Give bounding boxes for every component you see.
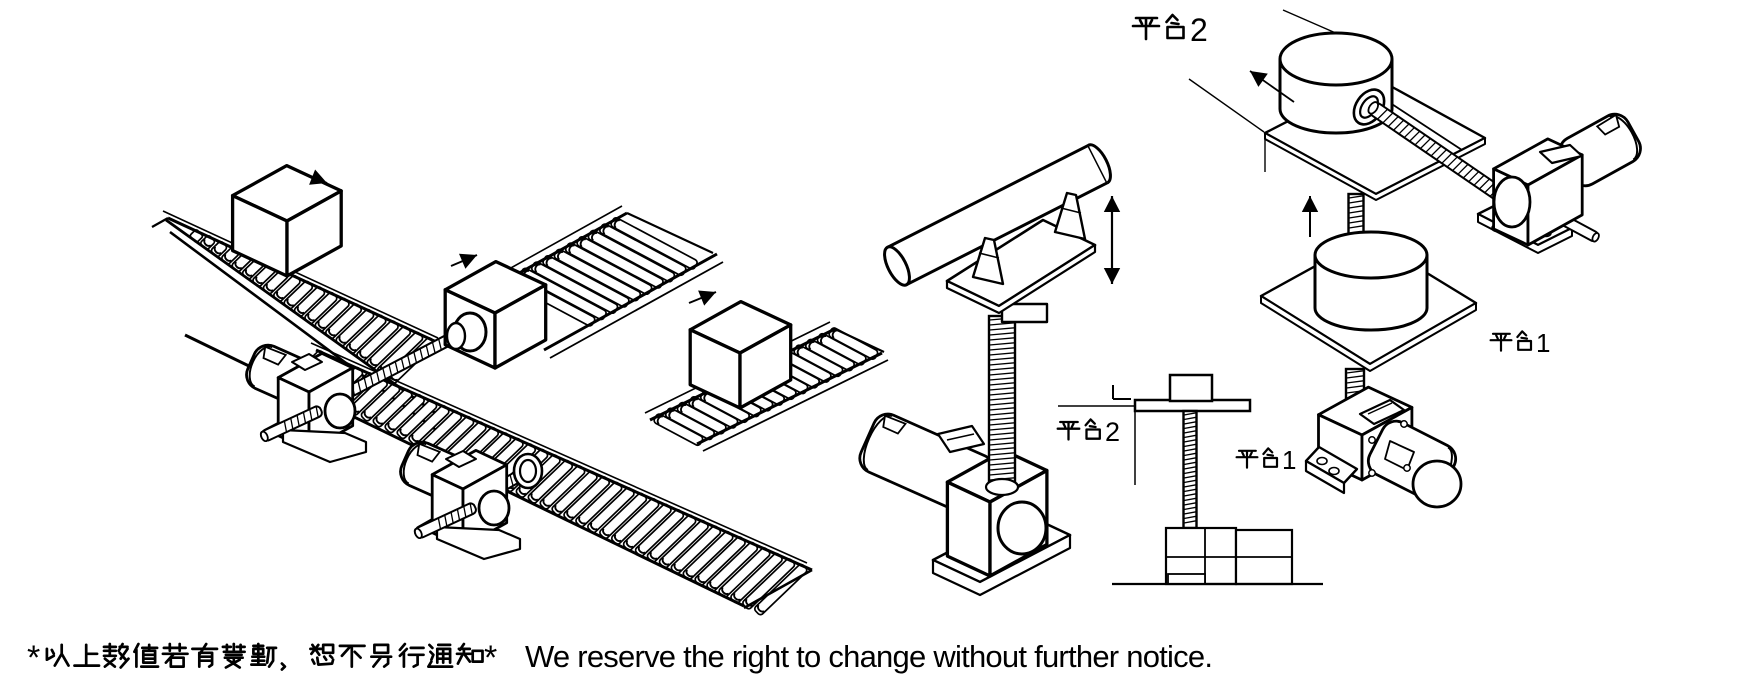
svg-text:2: 2 — [1105, 417, 1120, 447]
svg-text:We reserve the right to change: We reserve the right to change without f… — [525, 639, 1213, 674]
svg-text:*: * — [484, 639, 497, 676]
svg-text:1: 1 — [1282, 445, 1296, 475]
svg-text:1: 1 — [1536, 328, 1550, 358]
svg-text:2: 2 — [1190, 12, 1208, 48]
svg-text:*: * — [27, 639, 40, 676]
